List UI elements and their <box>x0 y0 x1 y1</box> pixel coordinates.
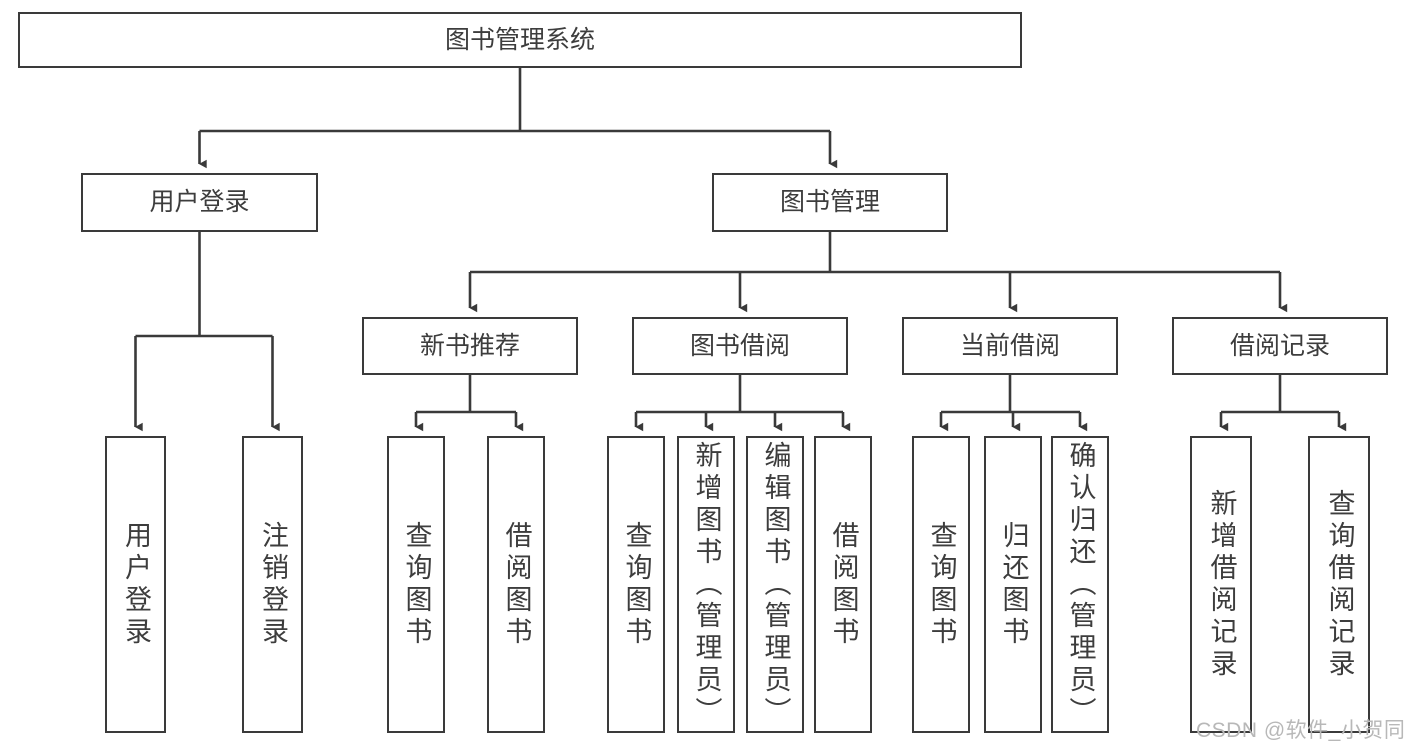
node-leaf-edit-book-admin[interactable]: 编辑图书（管理员） <box>746 436 804 733</box>
node-leaf-user-logout[interactable]: 注销登录 <box>242 436 303 733</box>
node-borrow-record-label: 借阅记录 <box>1229 331 1330 360</box>
node-leaf-user-login[interactable]: 用户登录 <box>105 436 166 733</box>
node-leaf-borrow-book-new-label: 借阅图书 <box>501 520 532 649</box>
node-leaf-edit-book-admin-label: 编辑图书（管理员） <box>760 440 791 729</box>
node-leaf-query-book-current[interactable]: 查询图书 <box>912 436 970 733</box>
node-leaf-confirm-return-admin[interactable]: 确认归还（管理员） <box>1051 436 1109 733</box>
node-book-borrow-label: 图书借阅 <box>689 331 790 360</box>
node-leaf-add-borrow-record[interactable]: 新增借阅记录 <box>1190 436 1252 733</box>
node-new-book-recommend-label: 新书推荐 <box>419 331 520 360</box>
node-leaf-return-book[interactable]: 归还图书 <box>984 436 1042 733</box>
node-root[interactable]: 图书管理系统 <box>18 12 1022 68</box>
node-leaf-return-book-label: 归还图书 <box>998 520 1029 649</box>
node-leaf-user-login-label: 用户登录 <box>121 520 151 649</box>
node-current-borrow[interactable]: 当前借阅 <box>902 317 1118 375</box>
node-user-login-label: 用户登录 <box>149 188 250 217</box>
node-leaf-add-book-admin-label: 新增图书（管理员） <box>691 440 722 729</box>
node-leaf-query-book-new-label: 查询图书 <box>401 520 432 649</box>
node-leaf-add-book-admin[interactable]: 新增图书（管理员） <box>677 436 735 733</box>
node-borrow-record[interactable]: 借阅记录 <box>1172 317 1388 375</box>
node-book-manage[interactable]: 图书管理 <box>712 173 948 232</box>
node-current-borrow-label: 当前借阅 <box>959 331 1060 360</box>
node-leaf-query-book-new[interactable]: 查询图书 <box>387 436 445 733</box>
node-leaf-query-book-current-label: 查询图书 <box>926 520 957 649</box>
node-leaf-query-borrow-record[interactable]: 查询借阅记录 <box>1308 436 1370 733</box>
csdn-watermark: CSDN @软件_小贺同学 <box>1196 719 1405 742</box>
node-leaf-borrow-book-new[interactable]: 借阅图书 <box>487 436 545 733</box>
node-leaf-query-borrow-record-label: 查询借阅记录 <box>1324 488 1355 681</box>
node-leaf-confirm-return-admin-label: 确认归还（管理员） <box>1065 440 1096 729</box>
node-root-label: 图书管理系统 <box>444 25 595 54</box>
node-leaf-user-logout-label: 注销登录 <box>258 520 288 649</box>
node-leaf-add-borrow-record-label: 新增借阅记录 <box>1206 488 1237 681</box>
node-user-login[interactable]: 用户登录 <box>81 173 318 232</box>
node-leaf-borrow-book-label: 借阅图书 <box>828 520 859 649</box>
node-book-borrow[interactable]: 图书借阅 <box>632 317 848 375</box>
node-leaf-borrow-book[interactable]: 借阅图书 <box>814 436 872 733</box>
node-leaf-query-book-borrow-label: 查询图书 <box>621 520 652 649</box>
node-new-book-recommend[interactable]: 新书推荐 <box>362 317 578 375</box>
node-leaf-query-book-borrow[interactable]: 查询图书 <box>607 436 665 733</box>
node-book-manage-label: 图书管理 <box>779 188 880 217</box>
